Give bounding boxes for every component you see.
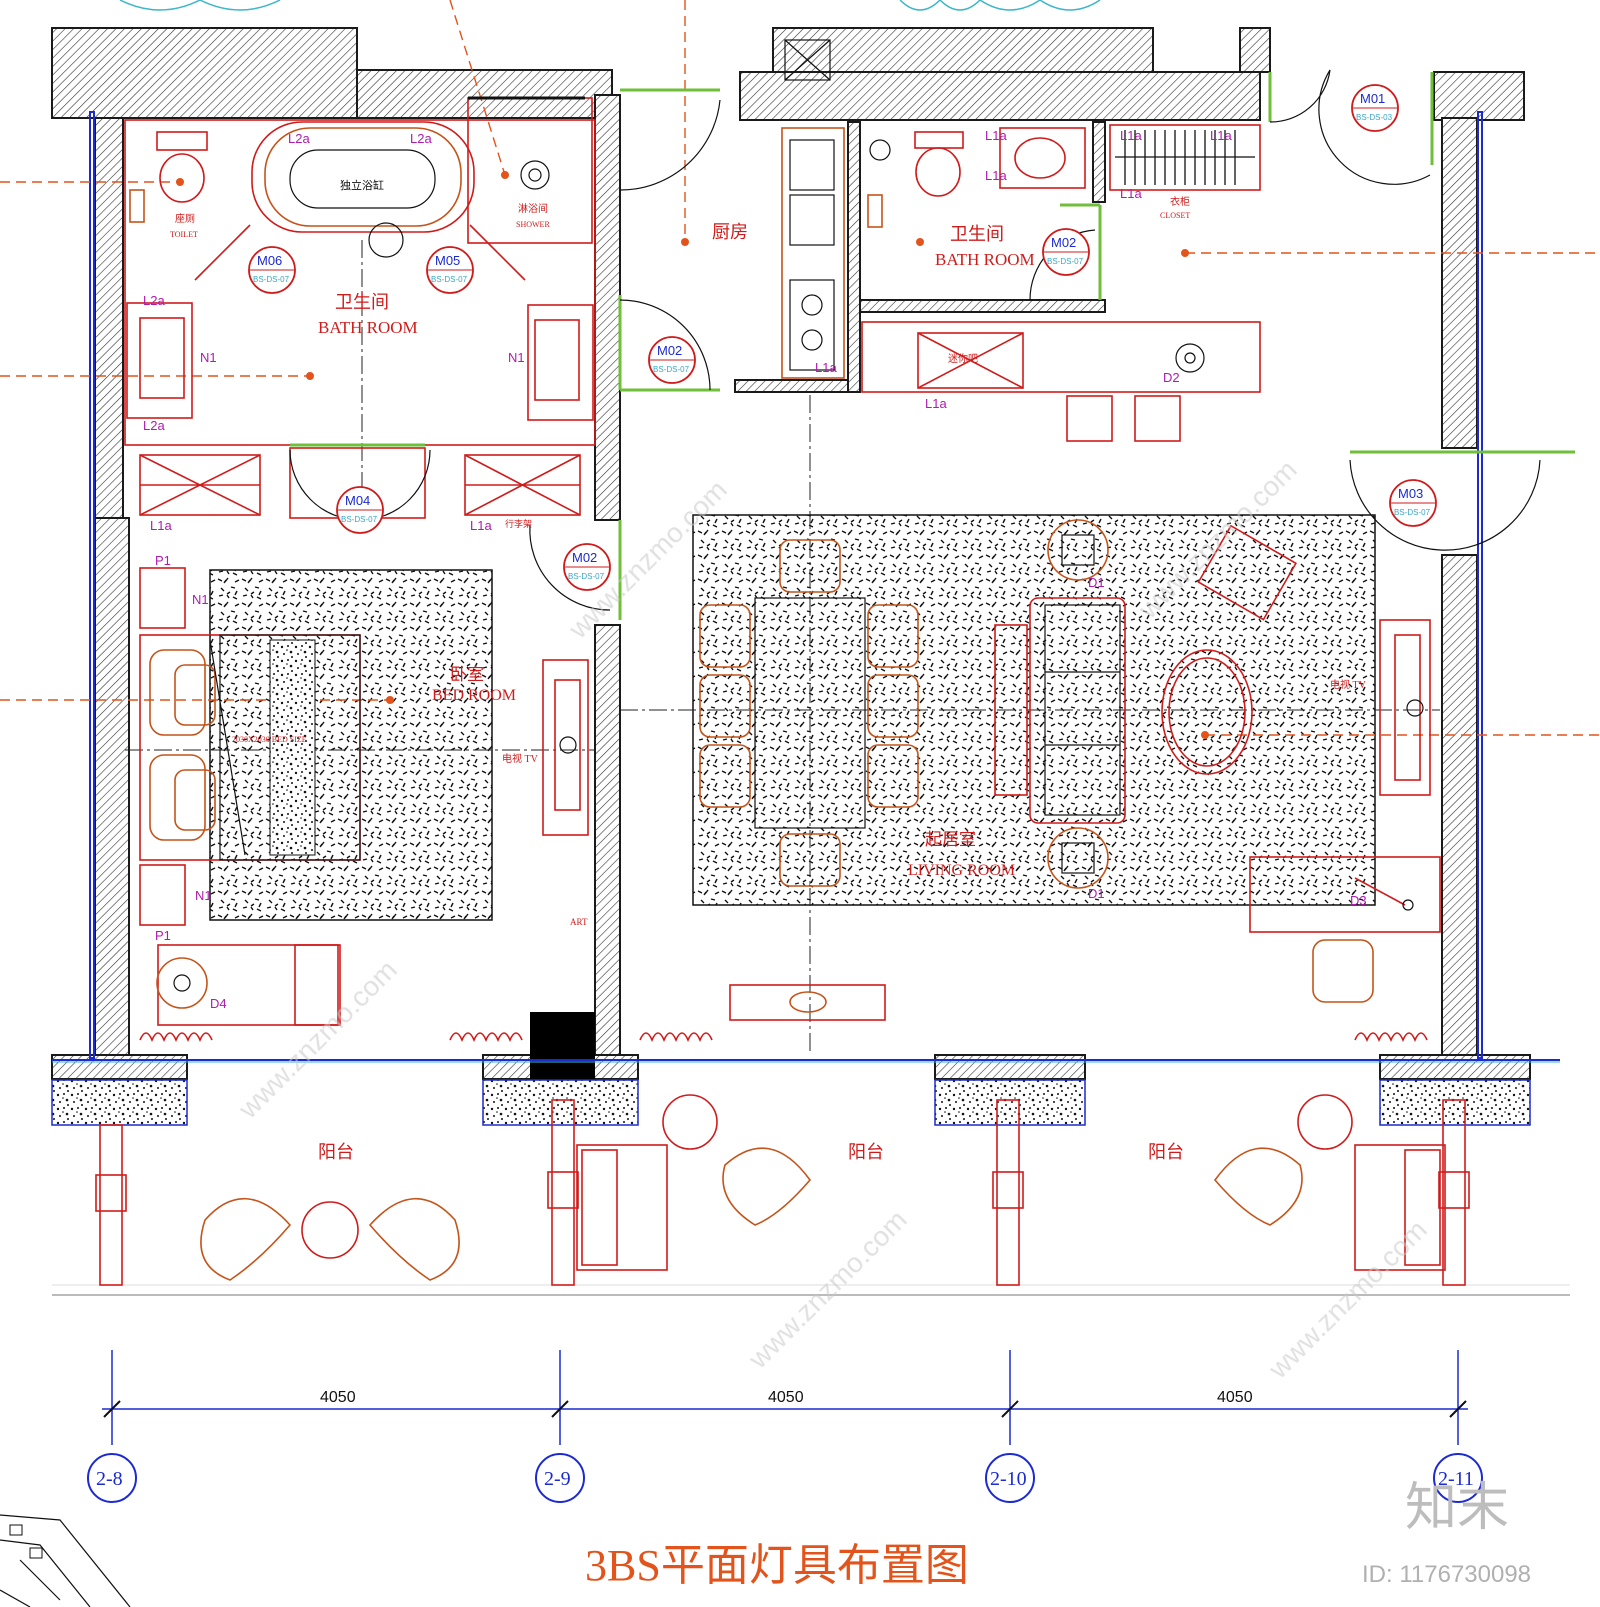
axis-labels: 2-8 2-9 2-10 2-11	[96, 1468, 1474, 1490]
tag-p1: P1	[155, 553, 171, 568]
shower-label-cn: 淋浴间	[518, 202, 548, 215]
living-label-en: LIVING ROOM	[908, 862, 1015, 879]
door-code: M02	[1051, 235, 1076, 250]
living-label-cn: 起居室	[925, 830, 976, 849]
dimensions: 4050 4050 4050	[320, 1389, 1253, 1406]
light-tags: L2a L2a L2a L2a N1 N1 L1a L1a L1a L1a L1…	[143, 128, 1367, 1011]
tag-l1a: L1a	[985, 128, 1007, 143]
bath-right-label-en: BATH ROOM	[935, 250, 1035, 269]
door-ref: BS-DS-07	[431, 275, 468, 284]
bath-right-label-cn: 卫生间	[950, 224, 1004, 244]
balcony-slabs	[51, 1079, 1570, 1296]
tag-n1: N1	[200, 350, 217, 365]
left-bath-fixtures	[124, 72, 1575, 620]
door-ref: BS-DS-07	[341, 515, 378, 524]
bed-size-label: 2030X2030 BED SIZE	[232, 735, 307, 744]
tag-l1a: L1a	[1120, 186, 1142, 201]
art-label: ART	[570, 917, 588, 927]
balcony-furniture	[95, 1094, 1470, 1286]
toilet-label-en: TOILET	[170, 230, 198, 239]
watermark-site: www.znzmo.com	[232, 954, 403, 1125]
door-swings	[289, 69, 1541, 611]
site-key-plan	[0, 1514, 131, 1607]
door-code: M01	[1360, 91, 1385, 106]
tag-d1: D1	[1088, 575, 1105, 590]
door-code: M06	[257, 253, 282, 268]
watermark-site: www.znzmo.com	[1262, 1214, 1433, 1385]
top-window-arcs	[119, 0, 1101, 11]
tag-l1a: L1a	[925, 396, 947, 411]
door-code: M02	[572, 550, 597, 565]
door-ref: BS-DS-07	[653, 365, 690, 374]
room-labels: 卫生间 BATH ROOM 厨房 卫生间 BATH ROOM 卧室 BED RO…	[318, 222, 1184, 1162]
tag-l1a: L1a	[1210, 128, 1232, 143]
tv-bed-label: 电视 TV	[502, 752, 539, 765]
dimension-3: 4050	[1217, 1389, 1253, 1406]
tag-d4: D4	[210, 996, 227, 1011]
dimension-2: 4050	[768, 1389, 804, 1406]
minibar-label: 迷你吧	[948, 352, 978, 365]
dimension-1: 4050	[320, 1389, 356, 1406]
shower-label-en: SHOWER	[516, 220, 550, 229]
axis-label: 2-8	[96, 1468, 123, 1490]
tag-d3: D3	[1350, 893, 1367, 908]
toilet-label-cn: 座厕	[175, 212, 195, 225]
closet-label-cn: 衣柜	[1170, 195, 1190, 208]
axis-label: 2-10	[990, 1468, 1027, 1490]
door-ref: BS-DS-03	[1356, 113, 1393, 122]
tag-d2: D2	[1163, 370, 1180, 385]
tag-l1a: L1a	[985, 168, 1007, 183]
drawing-title: 3BS平面灯具布置图	[585, 1541, 969, 1590]
tag-l1a: L1a	[470, 518, 492, 533]
door-tags	[248, 84, 1437, 591]
tag-l1a: L1a	[1120, 128, 1142, 143]
tag-l1a: L1a	[150, 518, 172, 533]
living-furniture	[699, 519, 1441, 1021]
watermark-brand: 知末	[1405, 1478, 1509, 1538]
tag-p1: P1	[155, 928, 171, 943]
door-code: M05	[435, 253, 460, 268]
door-ref: BS-DS-07	[1047, 257, 1084, 266]
bedroom-furniture	[139, 567, 1428, 1043]
tag-n1: N1	[192, 592, 209, 607]
tag-n1: N1	[508, 350, 525, 365]
walls	[51, 27, 1560, 1080]
door-ref: BS-DS-07	[253, 275, 290, 284]
bedroom-label-cn: 卧室	[450, 665, 484, 684]
axis-lines	[87, 1350, 1483, 1503]
tag-l2a: L2a	[288, 131, 310, 146]
door-tag-labels: M06 BS-DS-07 M05 BS-DS-07 M02 BS-DS-07 M…	[253, 91, 1431, 581]
tag-l2a: L2a	[143, 418, 165, 433]
kitchen-label: 厨房	[712, 222, 748, 242]
balcony-label-2: 阳台	[848, 1142, 884, 1162]
tag-l2a: L2a	[143, 293, 165, 308]
right-bath-fixtures	[861, 124, 1261, 442]
balcony-label-1: 阳台	[318, 1142, 354, 1162]
tag-n1: N1	[195, 888, 212, 903]
tag-l2a: L2a	[410, 131, 432, 146]
tv-living-label: 电视 TV	[1330, 678, 1367, 691]
bedroom-rug	[209, 569, 493, 921]
balcony-label-3: 阳台	[1148, 1142, 1184, 1162]
tag-l1a: L1a	[815, 360, 837, 375]
door-ref: BS-DS-07	[568, 572, 605, 581]
tag-d1: D1	[1088, 886, 1105, 901]
closet-label-en: CLOSET	[1160, 211, 1190, 220]
bath-left-label-en: BATH ROOM	[318, 318, 418, 337]
axis-label: 2-11	[1438, 1468, 1474, 1490]
luggage-label: 行李架	[505, 518, 532, 529]
fixture-labels: 座厕 TOILET 独立浴缸 淋浴间 SHOWER 衣柜 CLOSET 行李架 …	[170, 178, 1367, 927]
watermark-id: ID: 1176730098	[1362, 1561, 1531, 1588]
door-code: M03	[1398, 486, 1423, 501]
bedroom-label-en: BED ROOM	[432, 687, 516, 704]
bathtub-label: 独立浴缸	[340, 178, 384, 192]
axis-label: 2-9	[544, 1468, 571, 1490]
door-ref: BS-DS-07	[1394, 508, 1431, 517]
door-code: M02	[657, 343, 682, 358]
kitchen-fixtures	[781, 39, 845, 379]
door-code: M04	[345, 493, 370, 508]
watermark-site: www.znzmo.com	[742, 1204, 913, 1375]
bath-left-label-cn: 卫生间	[335, 292, 389, 312]
